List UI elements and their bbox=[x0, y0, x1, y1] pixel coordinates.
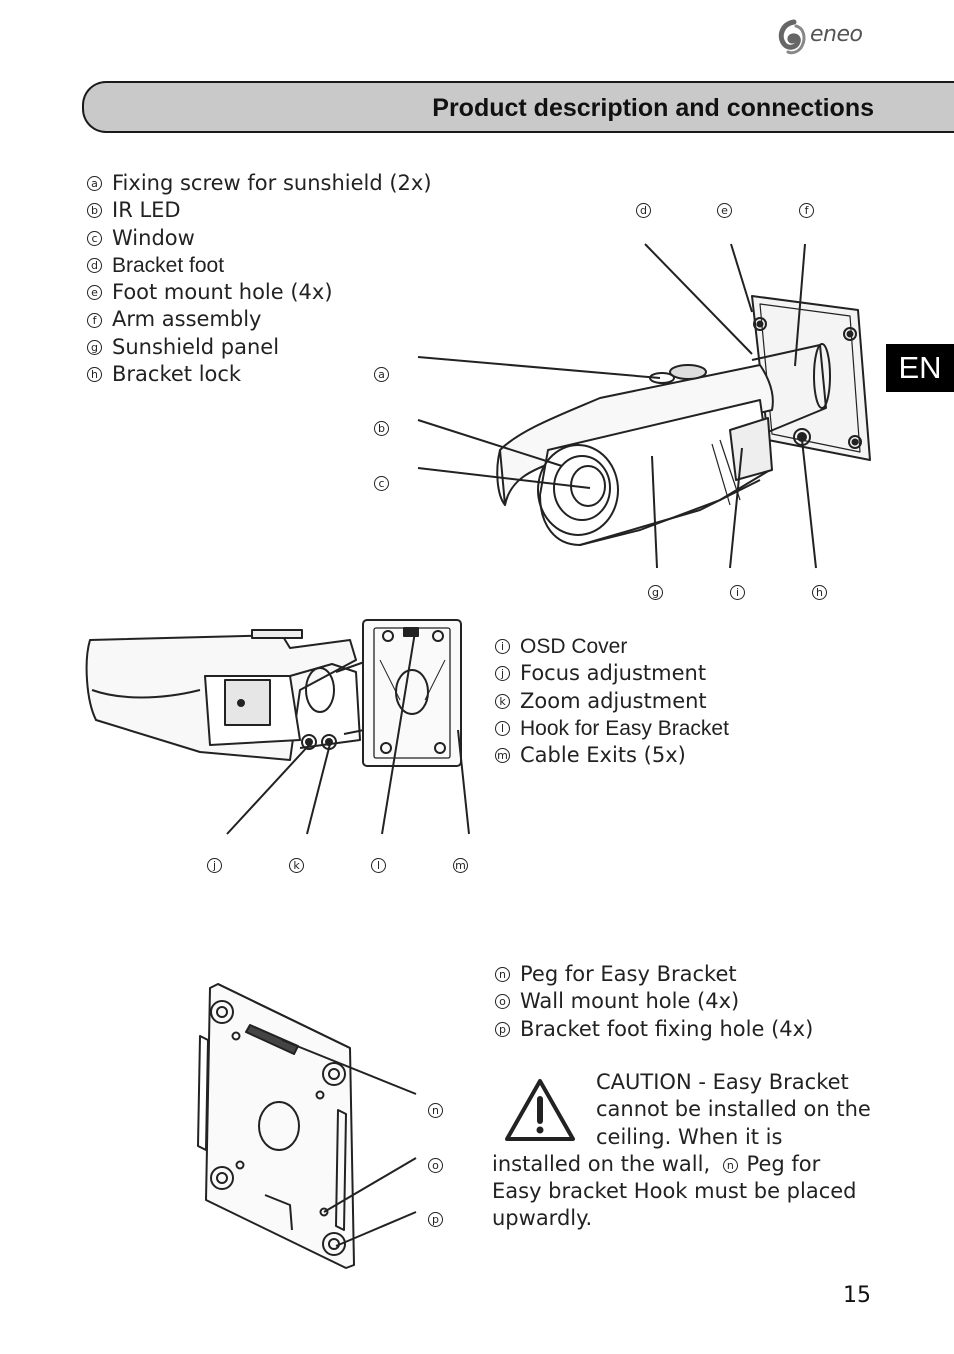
callout-marker: b bbox=[87, 203, 102, 219]
list-item: h Bracket lock bbox=[87, 361, 432, 388]
callout-marker: f bbox=[87, 312, 102, 328]
item-label: Wall mount hole (4x) bbox=[520, 989, 740, 1014]
callout-m: m bbox=[453, 858, 468, 873]
camera-side-illustration bbox=[85, 619, 462, 767]
callout-marker: h bbox=[87, 367, 102, 383]
callout-marker: l bbox=[495, 721, 510, 737]
logo-text: eneo bbox=[810, 22, 863, 47]
callout-c: c bbox=[374, 476, 389, 491]
item-label: Hook for Easy Bracket bbox=[520, 716, 729, 740]
eneo-swirl-icon bbox=[778, 19, 806, 55]
list-item: l Hook for Easy Bracket bbox=[495, 715, 729, 742]
page-title: Product description and connections bbox=[432, 94, 874, 122]
language-tab: EN bbox=[886, 344, 954, 392]
callout-marker: e bbox=[87, 285, 102, 301]
callout-marker: j bbox=[495, 666, 510, 682]
section-header: Product description and connections bbox=[82, 81, 954, 133]
callout-marker: k bbox=[495, 693, 510, 709]
item-label: Bracket lock bbox=[112, 362, 242, 387]
callout-o: o bbox=[428, 1158, 443, 1173]
list-item: b IR LED bbox=[87, 197, 432, 224]
callout-marker: a bbox=[87, 176, 102, 192]
list-item: d Bracket foot bbox=[87, 252, 432, 279]
item-label: Peg for Easy Bracket bbox=[520, 962, 737, 986]
caution-note: CAUTION - Easy Bracket cannot be install… bbox=[492, 1069, 872, 1233]
callout-b: b bbox=[374, 421, 389, 436]
callout-f: f bbox=[799, 203, 814, 218]
list-item: o Wall mount hole (4x) bbox=[495, 988, 813, 1015]
caution-callout-marker: n bbox=[722, 1157, 738, 1173]
item-label: Arm assembly bbox=[112, 307, 262, 332]
list-item: k Zoom adjustment bbox=[495, 688, 729, 715]
callout-marker: p bbox=[495, 1021, 510, 1037]
list-item: j Focus adjustment bbox=[495, 660, 729, 687]
leader-lines-middle bbox=[226, 631, 470, 835]
item-label: Fixing screw for sunshield (2x) bbox=[112, 171, 432, 195]
callout-marker: c bbox=[87, 230, 102, 246]
callout-g: g bbox=[648, 585, 663, 600]
item-label: Bracket foot bbox=[112, 253, 225, 277]
item-label: Window bbox=[112, 225, 195, 250]
item-label: OSD Cover bbox=[520, 635, 628, 658]
callout-j: j bbox=[207, 858, 222, 873]
list-item: e Foot mount hole (4x) bbox=[87, 279, 432, 306]
list-item: n Peg for Easy Bracket bbox=[495, 961, 813, 988]
callout-p: p bbox=[428, 1212, 443, 1227]
callout-marker: m bbox=[495, 748, 510, 764]
caution-text-1: CAUTION - Easy Bracket cannot be install… bbox=[492, 1070, 871, 1176]
leader-lines-bottom bbox=[281, 1039, 417, 1247]
item-label: Bracket foot fixing hole (4x) bbox=[520, 1016, 814, 1041]
list-item: c Window bbox=[87, 225, 432, 252]
item-label: Focus adjustment bbox=[520, 661, 707, 686]
caution-text-2: Peg for Easy bracket Hook must be placed… bbox=[492, 1151, 857, 1231]
list-item: f Arm assembly bbox=[87, 306, 432, 333]
callout-marker: d bbox=[87, 258, 102, 274]
leader-lines-top bbox=[417, 243, 817, 569]
item-label: IR LED bbox=[112, 198, 181, 223]
list-item: m Cable Exits (5x) bbox=[495, 742, 729, 769]
parts-list-bottom: n Peg for Easy Bracket o Wall mount hole (… bbox=[495, 961, 813, 1043]
camera-front-illustration bbox=[496, 295, 871, 546]
callout-marker: g bbox=[87, 339, 102, 355]
parts-list-middle: i OSD Cover j Focus adjustment k Zoom adjus… bbox=[495, 633, 729, 769]
item-label: Foot mount hole (4x) bbox=[112, 280, 333, 305]
callout-n: n bbox=[428, 1103, 443, 1118]
easy-bracket-illustration bbox=[197, 983, 355, 1269]
list-item: g Sunshield panel bbox=[87, 334, 432, 361]
callout-marker: o bbox=[495, 994, 510, 1010]
callout-marker: i bbox=[495, 639, 510, 655]
item-label: Cable Exits (5x) bbox=[520, 743, 686, 768]
callout-e: e bbox=[717, 203, 732, 218]
callout-d: d bbox=[636, 203, 651, 218]
eneo-logo: eneo bbox=[776, 18, 886, 58]
callout-k: k bbox=[289, 858, 304, 873]
callout-i: i bbox=[730, 585, 745, 600]
list-item: a Fixing screw for sunshield (2x) bbox=[87, 170, 432, 197]
warning-triangle-icon bbox=[505, 1079, 575, 1141]
list-item: i OSD Cover bbox=[495, 633, 729, 660]
list-item: p Bracket foot fixing hole (4x) bbox=[495, 1016, 813, 1043]
callout-marker: n bbox=[495, 967, 510, 983]
page-number: 15 bbox=[843, 1283, 871, 1308]
parts-list-top: a Fixing screw for sunshield (2x) b IR LED… bbox=[87, 170, 432, 388]
callout-a: a bbox=[374, 367, 389, 382]
item-label: Sunshield panel bbox=[112, 334, 280, 359]
item-label: Zoom adjustment bbox=[520, 688, 707, 713]
callout-h: h bbox=[812, 585, 827, 600]
callout-l: l bbox=[371, 858, 386, 873]
